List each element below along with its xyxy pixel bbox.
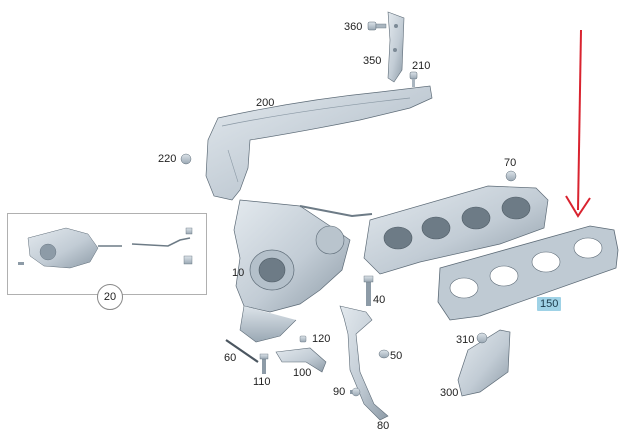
callout-10[interactable]: 10 bbox=[232, 267, 245, 279]
inset-turbo-sketch bbox=[18, 227, 193, 269]
oil-line-80-part[interactable] bbox=[339, 305, 389, 421]
bracket-350-part[interactable] bbox=[387, 11, 405, 83]
callout-120[interactable]: 120 bbox=[312, 333, 331, 345]
nut-50-part[interactable] bbox=[378, 349, 390, 359]
callout-100[interactable]: 100 bbox=[293, 367, 312, 379]
callout-200[interactable]: 200 bbox=[256, 97, 275, 109]
heat-shield-200-part[interactable] bbox=[205, 85, 433, 201]
callout-310[interactable]: 310 bbox=[456, 334, 475, 346]
support-300-part[interactable] bbox=[457, 329, 511, 397]
callout-40[interactable]: 40 bbox=[373, 294, 386, 306]
stud-60-part[interactable] bbox=[225, 339, 259, 363]
gasket-150-part[interactable] bbox=[437, 225, 619, 321]
turbocharger-10-part[interactable] bbox=[233, 199, 373, 343]
callout-210[interactable]: 210 bbox=[412, 60, 431, 72]
bolt-90-part[interactable] bbox=[350, 387, 361, 397]
callout-70[interactable]: 70 bbox=[504, 157, 517, 169]
callout-90[interactable]: 90 bbox=[333, 386, 346, 398]
callout-220[interactable]: 220 bbox=[158, 153, 177, 165]
callout-300[interactable]: 300 bbox=[440, 387, 459, 399]
bolt-40-part[interactable] bbox=[363, 275, 374, 306]
callout-60[interactable]: 60 bbox=[224, 352, 237, 364]
callout-110[interactable]: 110 bbox=[253, 376, 271, 388]
exhaust-manifold-part[interactable] bbox=[363, 185, 549, 275]
nut-70-part[interactable] bbox=[505, 170, 517, 182]
pipe-100-part[interactable] bbox=[275, 347, 327, 373]
callout-360[interactable]: 360 bbox=[344, 21, 363, 33]
callout-50[interactable]: 50 bbox=[390, 350, 403, 362]
inset-frame bbox=[7, 213, 207, 295]
callout-150[interactable]: 150 bbox=[537, 297, 562, 311]
bolt-310-part[interactable] bbox=[476, 332, 488, 344]
screw-210-part[interactable] bbox=[409, 71, 418, 87]
bolt-110-part[interactable] bbox=[259, 353, 269, 374]
pointer-arrow bbox=[565, 29, 591, 218]
screw-120-part[interactable] bbox=[299, 335, 307, 343]
callout-350[interactable]: 350 bbox=[363, 55, 382, 67]
callout-80[interactable]: 80 bbox=[377, 420, 390, 432]
nut-220-part[interactable] bbox=[180, 153, 192, 165]
screw-360-part[interactable] bbox=[367, 21, 387, 31]
callout-20[interactable]: 20 bbox=[97, 284, 123, 310]
